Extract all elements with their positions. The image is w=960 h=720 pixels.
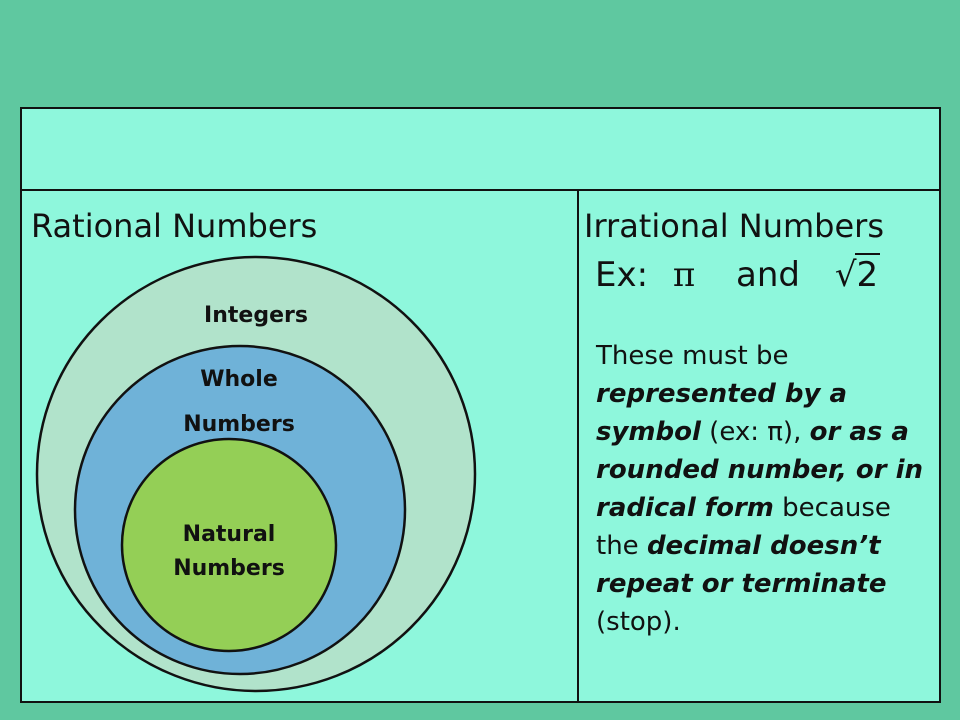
column-divider bbox=[577, 189, 579, 701]
natural-numbers-circle bbox=[120, 437, 338, 653]
radicand: 2 bbox=[854, 253, 881, 295]
radical-sign: √ bbox=[834, 255, 857, 295]
desc-pi: π bbox=[767, 417, 783, 447]
example-and: and bbox=[736, 255, 801, 295]
pi-symbol: π bbox=[672, 255, 696, 295]
desc-part-2: (ex: bbox=[700, 417, 768, 447]
desc-part-1: These must be bbox=[596, 341, 789, 371]
desc-part-4: because the bbox=[596, 493, 891, 561]
number-sets-venn-diagram: Integers Whole Numbers Natural Numbers bbox=[35, 255, 477, 693]
content-panel: Rational Numbers Irrational Numbers Ex: … bbox=[20, 107, 941, 703]
desc-bold-2: or as a rounded number, or in radical fo… bbox=[596, 417, 924, 523]
integers-label: Integers bbox=[204, 303, 308, 328]
header-divider bbox=[22, 189, 939, 191]
example-prefix: Ex: bbox=[595, 255, 649, 295]
whole-label-line1: Whole bbox=[200, 367, 278, 392]
natural-label-line1: Natural bbox=[183, 522, 276, 547]
sqrt-two: √2 bbox=[834, 253, 881, 295]
irrational-example: Ex: π and √2 bbox=[595, 253, 881, 295]
natural-label-line2: Numbers bbox=[173, 556, 285, 581]
desc-bold-3: decimal doesn’t repeat or terminate bbox=[596, 531, 887, 599]
whole-label-line2: Numbers bbox=[183, 412, 295, 437]
desc-part-3: ), bbox=[782, 417, 810, 447]
rational-heading: Rational Numbers bbox=[31, 207, 318, 245]
irrational-heading: Irrational Numbers bbox=[584, 207, 884, 245]
desc-part-5: (stop). bbox=[596, 607, 681, 637]
desc-bold-1: represented by a symbol bbox=[596, 379, 848, 447]
irrational-description: These must be represented by a symbol (e… bbox=[596, 337, 936, 641]
